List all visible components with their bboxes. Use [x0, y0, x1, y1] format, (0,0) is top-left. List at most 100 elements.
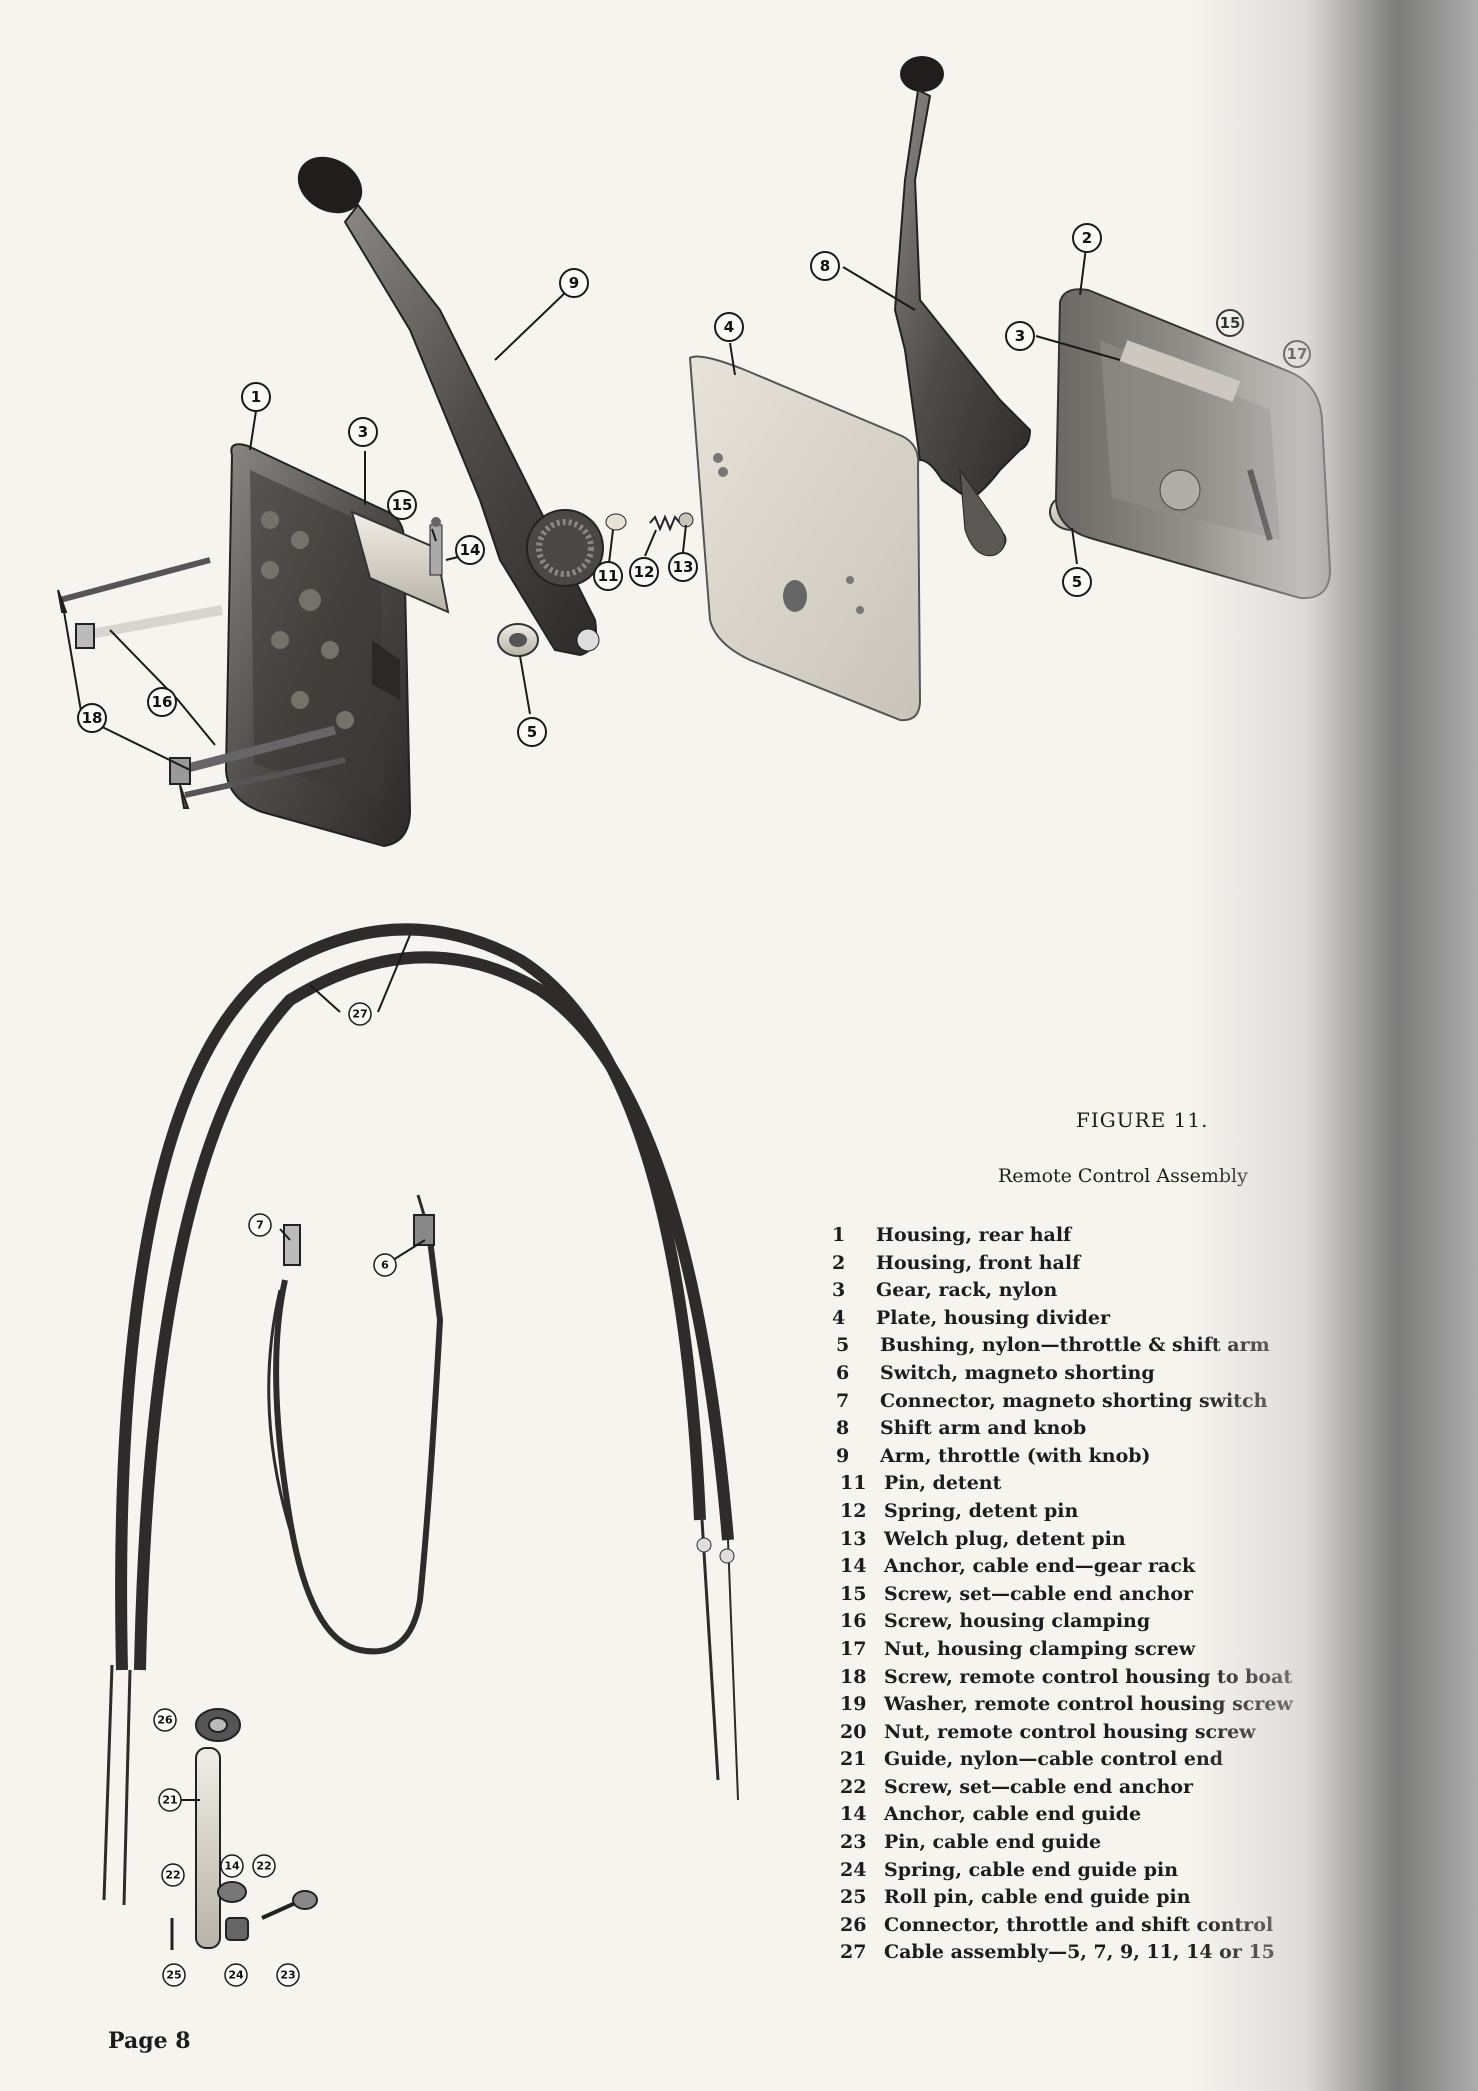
svg-text:9: 9: [569, 274, 579, 292]
callout-27: 27: [348, 1002, 372, 1026]
callout-5-right: 5: [1062, 567, 1092, 597]
page-number: Page 8: [108, 2028, 191, 2054]
part-number: 21: [840, 1748, 867, 1771]
part-name: Guide, nylon—cable control end: [884, 1748, 1224, 1771]
part-name: Screw, housing clamping: [884, 1610, 1151, 1633]
callout-22-left: 22: [161, 1863, 185, 1887]
callout-3-right: 3: [1005, 321, 1035, 351]
magneto-switch-wire: [267, 1194, 444, 1655]
part-number: 26: [840, 1913, 867, 1936]
callout-18: 18: [77, 703, 107, 733]
part-name: Shift arm and knob: [880, 1417, 1087, 1440]
svg-text:13: 13: [673, 558, 694, 576]
callout-11: 11: [593, 561, 623, 591]
svg-text:8: 8: [820, 257, 830, 275]
part-name: Roll pin, cable end guide pin: [884, 1886, 1191, 1909]
detent-parts: [605, 512, 694, 532]
svg-text:4: 4: [724, 318, 734, 336]
throttle-arm: [297, 156, 604, 657]
callout-25: 25: [162, 1963, 186, 1987]
svg-text:14: 14: [460, 541, 481, 559]
part-number: 4: [832, 1306, 846, 1329]
figure-title: FIGURE 11.: [1076, 1108, 1209, 1132]
callout-4: 4: [714, 312, 744, 342]
svg-text:11: 11: [598, 567, 619, 585]
part-name: Nut, housing clamping screw: [884, 1637, 1196, 1660]
part-name: Pin, cable end guide: [884, 1831, 1102, 1854]
svg-text:15: 15: [392, 496, 413, 514]
part-name: Connector, magneto shorting switch: [880, 1389, 1268, 1412]
part-number: 20: [840, 1720, 867, 1743]
callout-8: 8: [810, 251, 840, 281]
part-name: Anchor, cable end—gear rack: [884, 1555, 1196, 1578]
housing-rear-half: [224, 443, 412, 848]
part-number: 3: [832, 1279, 846, 1302]
part-number: 6: [836, 1361, 850, 1384]
callout-2: 2: [1072, 223, 1102, 253]
svg-text:3: 3: [358, 423, 368, 441]
parts-list-item: 1 Housing, rear half: [832, 1222, 1293, 1250]
svg-text:17: 17: [1287, 345, 1308, 363]
part-name: Bushing, nylon—throttle & shift arm: [880, 1334, 1270, 1357]
part-number: 19: [840, 1693, 867, 1716]
part-name: Screw, set—cable end anchor: [884, 1775, 1194, 1798]
callout-9: 9: [559, 268, 589, 298]
part-name: Screw, remote control housing to boat: [884, 1665, 1293, 1688]
part-name: Arm, throttle (with knob): [880, 1444, 1151, 1467]
callout-17: 17: [1283, 340, 1311, 368]
svg-text:7: 7: [256, 1219, 264, 1232]
cable-assembly: [102, 923, 739, 1906]
part-name: Gear, rack, nylon: [876, 1279, 1058, 1302]
callout-13: 13: [668, 552, 698, 582]
svg-text:23: 23: [280, 1969, 295, 1982]
cable-end-guide-parts: [170, 1708, 318, 1950]
callout-15-right: 15: [1216, 309, 1244, 337]
part-number: 9: [836, 1444, 850, 1467]
parts-list-item: 16 Screw, housing clamping: [832, 1608, 1293, 1636]
svg-text:24: 24: [228, 1969, 244, 1982]
svg-text:15: 15: [1220, 314, 1241, 332]
callout-14-lower: 14: [220, 1854, 244, 1878]
parts-list-item: 11 Pin, detent: [832, 1470, 1293, 1498]
parts-list-item: 9 Arm, throttle (with knob): [832, 1443, 1293, 1471]
svg-text:3: 3: [1015, 327, 1025, 345]
part-name: Welch plug, detent pin: [884, 1527, 1126, 1550]
part-number: 12: [840, 1499, 867, 1522]
callout-23: 23: [276, 1963, 300, 1987]
parts-list-item: 21 Guide, nylon—cable control end: [832, 1746, 1293, 1774]
svg-text:12: 12: [634, 563, 655, 581]
part-number: 24: [840, 1858, 867, 1881]
callout-14-left: 14: [455, 535, 485, 565]
svg-text:25: 25: [166, 1969, 181, 1982]
part-number: 13: [840, 1527, 867, 1550]
part-number: 11: [840, 1472, 867, 1495]
part-number: 16: [840, 1610, 867, 1633]
parts-list-item: 25 Roll pin, cable end guide pin: [832, 1884, 1293, 1912]
housing-front-half: [1054, 288, 1332, 600]
clamping-screws: [57, 557, 346, 809]
part-name: Plate, housing divider: [876, 1306, 1110, 1329]
part-number: 25: [840, 1886, 867, 1909]
part-number: 1: [832, 1224, 846, 1246]
part-number: 15: [840, 1582, 867, 1605]
part-name: Housing, rear half: [876, 1224, 1072, 1246]
svg-text:2: 2: [1082, 229, 1092, 247]
parts-list-item: 13 Welch plug, detent pin: [832, 1526, 1293, 1554]
part-name: Pin, detent: [884, 1472, 1002, 1495]
callout-3-left: 3: [348, 417, 378, 447]
gear-rack-left: [350, 510, 450, 614]
callout-26: 26: [153, 1708, 177, 1732]
callout-24: 24: [224, 1963, 248, 1987]
shift-arm: [893, 56, 1032, 557]
